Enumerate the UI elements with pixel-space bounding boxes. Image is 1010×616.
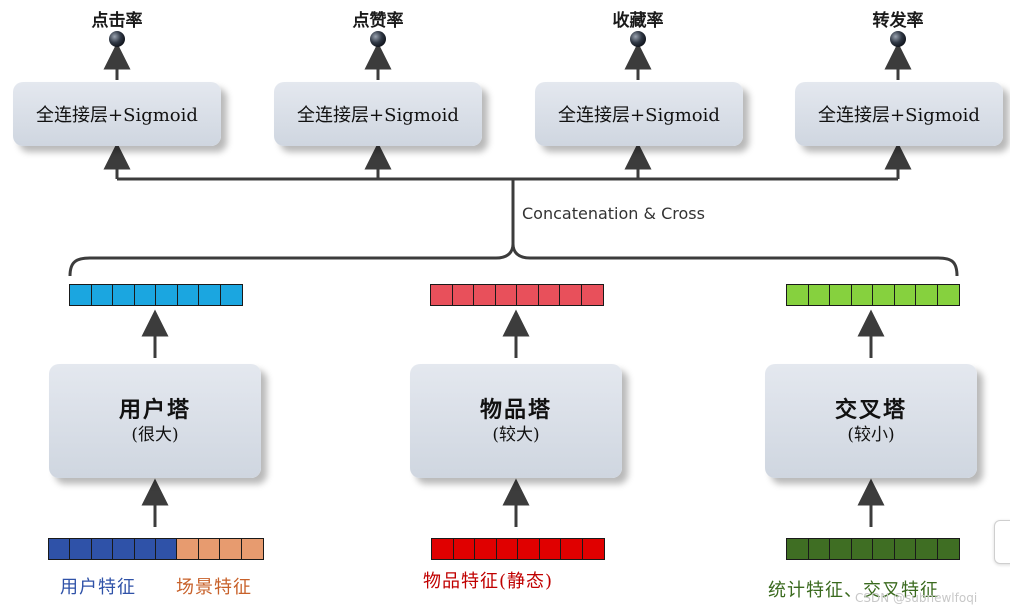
vector-cell [916, 539, 938, 559]
vector-cell [495, 285, 517, 305]
scene-feature-label: 场景特征 [176, 577, 252, 598]
cross-tower-box: 交叉塔 (较小) [765, 364, 977, 478]
vector-cell [155, 539, 178, 559]
vector-cell [830, 539, 852, 559]
head-box-1: 全连接层+Sigmoid [13, 82, 221, 146]
concat-brace [68, 243, 959, 277]
vector-cell [560, 285, 582, 305]
vector-cell [91, 285, 113, 305]
head-label: 全连接层+Sigmoid [818, 105, 980, 126]
vector-cell [113, 539, 135, 559]
vector-cell [851, 539, 873, 559]
item-tower-box: 物品塔 (较大) [410, 364, 622, 478]
vector-cell [582, 539, 604, 559]
vector-cell [830, 285, 852, 305]
vector-cell [937, 539, 959, 559]
vector-cell [177, 539, 199, 559]
vector-cell [808, 285, 830, 305]
output-label-collect-rate: 收藏率 [612, 11, 664, 31]
vector-cell [787, 285, 809, 305]
tower-title: 物品塔 [479, 396, 552, 423]
vector-cell [156, 285, 178, 305]
tower-title: 交叉塔 [834, 396, 907, 423]
item-input-vector [431, 538, 605, 560]
vector-cell [894, 539, 916, 559]
vector-cell [70, 285, 92, 305]
vector-cell [431, 285, 453, 305]
vector-cell [517, 285, 539, 305]
watermark: CSDN @subnewlfoqi [855, 591, 978, 605]
vector-cell [134, 285, 156, 305]
vector-cell [49, 539, 71, 559]
head-label: 全连接层+Sigmoid [297, 105, 459, 126]
vector-cell [787, 539, 809, 559]
vector-cell [561, 539, 583, 559]
vector-cell [432, 539, 454, 559]
vector-cell [474, 285, 496, 305]
head-label: 全连接层+Sigmoid [558, 105, 720, 126]
vector-cell [134, 539, 156, 559]
tower-subtitle: (很大) [131, 425, 179, 446]
cross-feature-label: 统计特征、交叉特征 [768, 580, 939, 601]
user-feature-label: 用户特征 [60, 577, 136, 598]
vector-cell [453, 539, 475, 559]
head-box-4: 全连接层+Sigmoid [795, 82, 1003, 146]
head-box-3: 全连接层+Sigmoid [535, 82, 743, 146]
output-label-share-rate: 转发率 [872, 11, 924, 31]
vector-cell [894, 285, 916, 305]
vector-cell [916, 285, 938, 305]
item-tower-vector [430, 284, 604, 306]
tower-title: 用户塔 [118, 396, 191, 423]
vector-cell [70, 539, 92, 559]
vector-cell [452, 285, 474, 305]
vector-cell [113, 285, 135, 305]
vector-cell [851, 285, 873, 305]
vector-cell [581, 285, 603, 305]
head-box-2: 全连接层+Sigmoid [274, 82, 482, 146]
vector-cell [539, 539, 561, 559]
vector-cell [538, 285, 560, 305]
vector-cell [220, 285, 242, 305]
vector-cell [873, 539, 895, 559]
vector-cell [496, 539, 518, 559]
tower-subtitle: (较小) [847, 425, 895, 446]
output-node-3 [630, 31, 646, 47]
vector-cell [937, 285, 959, 305]
output-node-2 [370, 31, 386, 47]
output-label-ctr: 点击率 [91, 11, 143, 31]
vector-cell [808, 539, 830, 559]
vector-cell [198, 539, 221, 559]
cross-input-vector [786, 538, 960, 560]
vector-cell [177, 285, 199, 305]
head-label: 全连接层+Sigmoid [36, 105, 198, 126]
vector-cell [241, 539, 263, 559]
vector-cell [518, 539, 540, 559]
vector-cell [199, 285, 221, 305]
user-scene-input-vector [48, 538, 264, 560]
cross-tower-vector [786, 284, 960, 306]
output-label-like-rate: 点赞率 [352, 11, 404, 31]
item-feature-label: 物品特征(静态) [423, 571, 554, 592]
output-node-4 [890, 31, 906, 47]
tower-subtitle: (较大) [492, 425, 540, 446]
side-panel-tab[interactable] [994, 520, 1010, 564]
output-node-1 [109, 31, 125, 47]
vector-cell [873, 285, 895, 305]
user-tower-vector [69, 284, 243, 306]
concat-cross-label: Concatenation & Cross [522, 204, 705, 223]
vector-cell [220, 539, 242, 559]
vector-cell [475, 539, 497, 559]
user-tower-box: 用户塔 (很大) [49, 364, 261, 478]
vector-cell [91, 539, 114, 559]
